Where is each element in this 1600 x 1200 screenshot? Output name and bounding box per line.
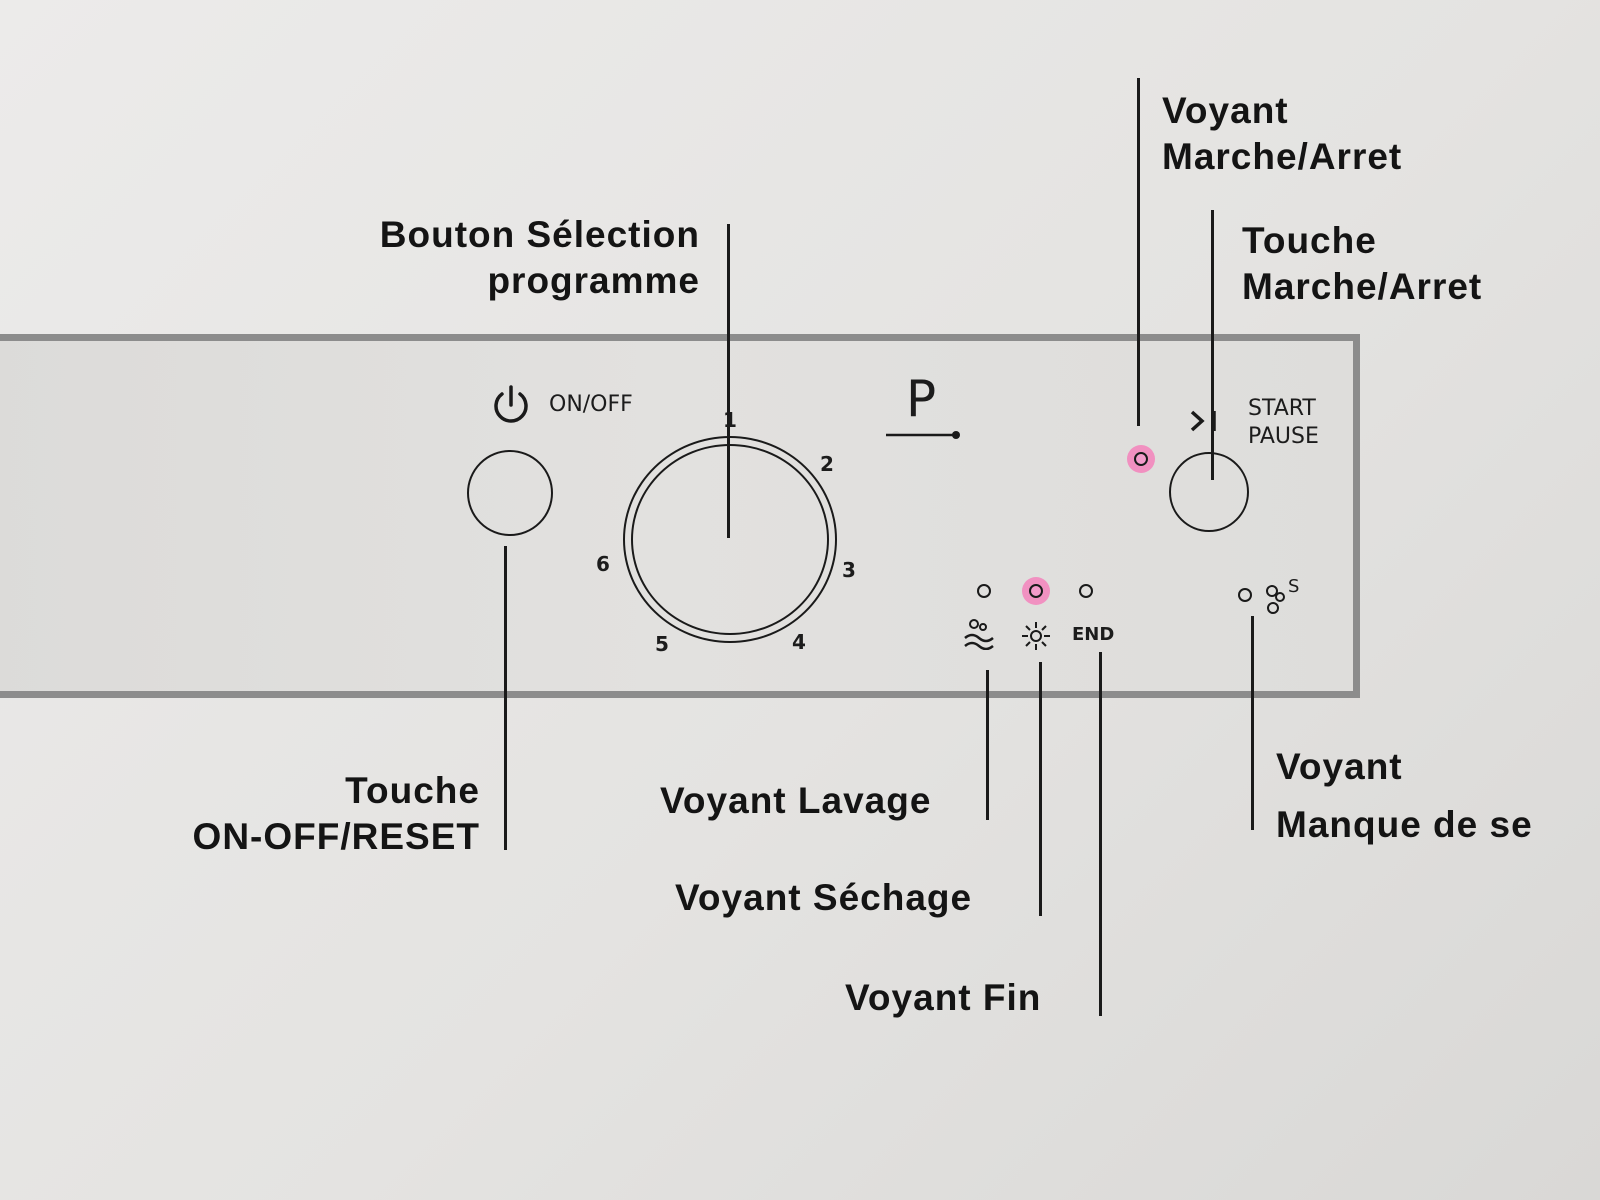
dial-number-6: 6 <box>596 552 610 576</box>
onoff-text: ON/OFF <box>549 392 633 417</box>
program-letter: P <box>906 370 937 428</box>
bouton-selection-label: Bouton Sélection programme <box>379 214 700 301</box>
dial-number-4: 4 <box>792 630 806 654</box>
program-underline-icon <box>886 431 960 439</box>
voyant-marche-label: Voyant Marche/Arret <box>1162 90 1403 177</box>
dial-number-5: 5 <box>655 632 669 656</box>
voyant-sechage-label: Voyant Séchage <box>675 877 973 918</box>
pause-text: PAUSE <box>1248 424 1319 449</box>
power-icon <box>494 385 528 423</box>
voyant-manque-label: Voyant Manque de se <box>1276 746 1533 845</box>
voyant-marche-leader <box>1137 78 1140 426</box>
salt-icon <box>1266 585 1285 614</box>
wash-icon <box>964 619 994 650</box>
salt-indicator-light <box>1238 588 1252 602</box>
start-pause-button[interactable] <box>1169 452 1249 532</box>
program-dial[interactable] <box>623 436 837 643</box>
voyant-fin-label: Voyant Fin <box>845 977 1042 1018</box>
dial-number-3: 3 <box>842 558 856 582</box>
marche-indicator-light <box>1134 452 1148 466</box>
start-text: START <box>1248 396 1316 421</box>
voyant-sechage-leader <box>1039 662 1042 916</box>
voyant-fin-leader <box>1099 652 1102 1016</box>
bouton-selection-leader <box>727 224 730 538</box>
fin-indicator-light <box>1079 584 1093 598</box>
sun-dry-icon <box>1022 622 1050 650</box>
onoff-button[interactable] <box>467 450 553 536</box>
sechage-indicator-light <box>1029 584 1043 598</box>
program-dial-inner-ring <box>631 444 829 635</box>
salt-letter: S <box>1288 576 1300 597</box>
touche-onoff-label: Touche ON-OFF/RESET <box>192 770 480 857</box>
dial-number-1: 1 <box>723 408 737 432</box>
touche-marche-leader <box>1211 210 1214 480</box>
play-pause-icon <box>1190 410 1216 432</box>
voyant-lavage-label: Voyant Lavage <box>660 780 932 821</box>
end-text: END <box>1072 624 1115 645</box>
dial-number-2: 2 <box>820 452 834 476</box>
lavage-indicator-light <box>977 584 991 598</box>
voyant-lavage-leader <box>986 670 989 820</box>
voyant-manque-leader <box>1251 616 1254 830</box>
touche-onoff-leader <box>504 546 507 850</box>
touche-marche-label: Touche Marche/Arret <box>1242 220 1483 307</box>
